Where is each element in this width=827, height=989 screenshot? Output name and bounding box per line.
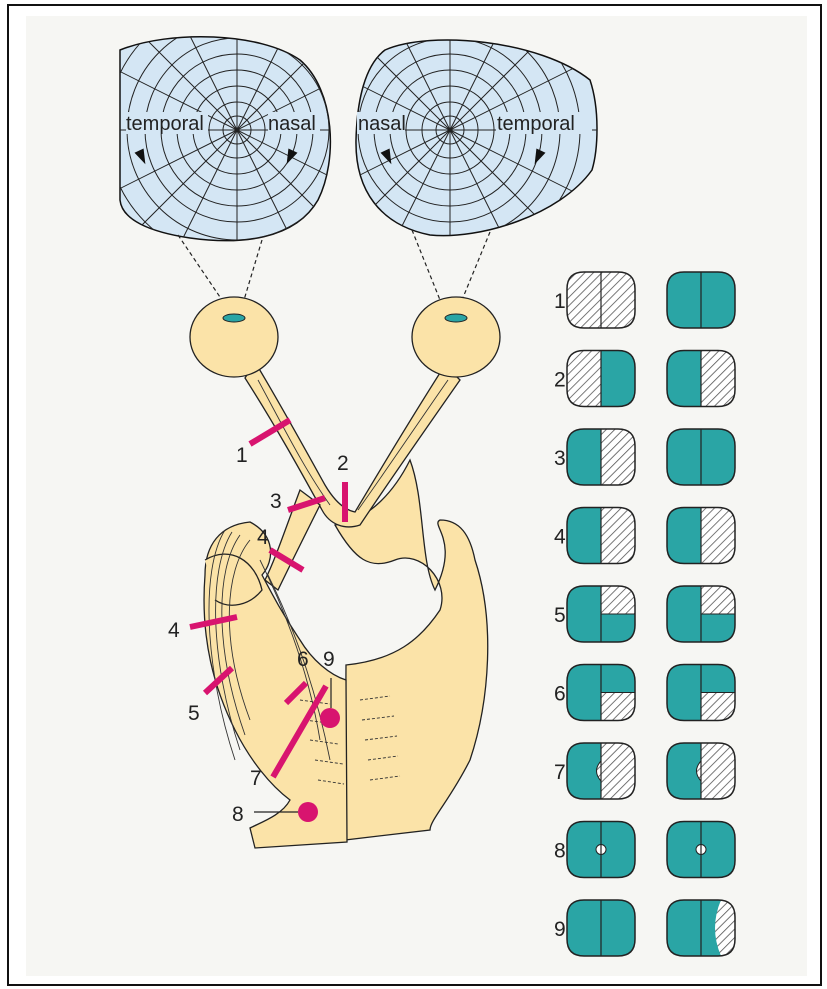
defect-row-label: 5 bbox=[554, 604, 566, 627]
defect-4-right-field bbox=[667, 508, 735, 564]
right-field-nasal-label: nasal bbox=[358, 113, 406, 135]
left-eye-fovea bbox=[223, 314, 245, 322]
defect-9-right-field bbox=[667, 900, 735, 956]
right-field-temporal-label: temporal bbox=[497, 113, 575, 135]
defect-9-left-field bbox=[567, 900, 635, 956]
defect-4-left-field bbox=[567, 508, 635, 564]
lesion-label-8: 8 bbox=[232, 803, 244, 826]
defect-row-label: 4 bbox=[554, 526, 566, 549]
defect-7-right-field bbox=[667, 743, 735, 799]
defect-1-left-field bbox=[567, 272, 635, 328]
defect-6-right-field bbox=[667, 665, 735, 721]
lesion-label-5: 5 bbox=[188, 702, 200, 725]
defect-3-left-field bbox=[567, 429, 635, 485]
lesion-label-9: 9 bbox=[323, 648, 335, 671]
defect-2-left-field bbox=[567, 351, 635, 407]
defect-5-left-field bbox=[567, 586, 635, 642]
defect-row-label: 9 bbox=[554, 918, 566, 941]
defect-row-label: 7 bbox=[554, 761, 566, 784]
defect-row-label: 1 bbox=[554, 290, 566, 313]
lesion-label-3: 3 bbox=[270, 490, 282, 513]
visual-field-defect-table: 1 2 3 4 5 6 7 8 9 bbox=[554, 272, 735, 956]
defect-8-right-field bbox=[667, 822, 735, 878]
visual-pathway bbox=[190, 297, 500, 848]
right-eye-fovea bbox=[445, 314, 467, 322]
left-field-temporal-label: temporal bbox=[126, 113, 204, 135]
defect-row-label: 2 bbox=[554, 369, 566, 392]
defect-row-label: 6 bbox=[554, 683, 566, 706]
lesion-dot-8 bbox=[298, 802, 318, 822]
lesion-label-4-radiation: 4 bbox=[168, 619, 180, 642]
lesion-label-4-tract: 4 bbox=[257, 526, 269, 549]
defect-row-label: 8 bbox=[554, 840, 566, 863]
lesion-label-1: 1 bbox=[236, 444, 248, 467]
defect-3-right-field bbox=[667, 429, 735, 485]
lesion-label-2: 2 bbox=[337, 452, 349, 475]
defect-row-label: 3 bbox=[554, 447, 566, 470]
lesion-label-6: 6 bbox=[297, 648, 309, 671]
lesion-label-7: 7 bbox=[250, 767, 262, 790]
right-visual-field bbox=[298, 0, 620, 282]
defect-7-left-field bbox=[567, 743, 635, 799]
defect-8-left-field bbox=[567, 822, 635, 878]
defect-1-right-field bbox=[667, 272, 735, 328]
defect-5-right-field bbox=[667, 586, 735, 642]
defect-2-right-field bbox=[667, 351, 735, 407]
left-field-nasal-label: nasal bbox=[268, 113, 316, 135]
lesion-dot-9 bbox=[320, 708, 340, 728]
defect-6-left-field bbox=[567, 665, 635, 721]
